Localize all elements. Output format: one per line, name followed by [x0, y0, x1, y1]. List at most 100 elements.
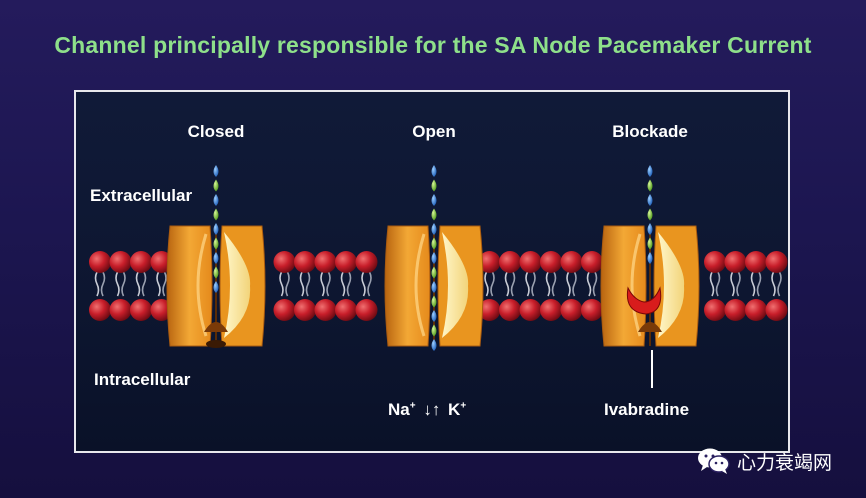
- lipid-head: [499, 251, 521, 273]
- sodium-ion: [647, 194, 653, 206]
- lipid-head: [478, 299, 501, 321]
- lipid-head: [109, 251, 132, 273]
- lipid-head: [355, 299, 378, 321]
- lipid-tail: [504, 271, 510, 297]
- potassium-ion: [647, 208, 653, 221]
- lipid-tail: [715, 271, 721, 297]
- lipid-head: [314, 299, 337, 321]
- lipid-head: [294, 299, 316, 321]
- channel-subunit-left: [166, 225, 213, 347]
- potassium-ion: [213, 266, 219, 279]
- sodium-ion: [431, 281, 437, 293]
- lipid-tail: [326, 271, 331, 297]
- ion-chain: [213, 165, 219, 293]
- sodium-ion: [431, 194, 437, 206]
- watermark-text: 心力衰竭网: [737, 451, 833, 474]
- lipid-tail: [299, 271, 305, 297]
- lipid-head: [560, 251, 583, 273]
- potassium-ion: [213, 179, 219, 192]
- ion-chain: [431, 165, 437, 351]
- membrane-diagram: [89, 165, 788, 388]
- lipid-head: [745, 299, 767, 321]
- label-ivabradine: Ivabradine: [604, 400, 690, 419]
- channel-inner-face: [224, 232, 251, 338]
- channel-inner-face: [658, 232, 685, 338]
- lipid-tail: [490, 271, 495, 297]
- lipid-head: [273, 251, 296, 273]
- lipid-tail: [510, 271, 516, 297]
- lipid-head: [130, 251, 152, 273]
- sodium-ion: [431, 165, 437, 177]
- sodium-ion: [213, 194, 219, 206]
- lipid-head: [540, 299, 562, 321]
- channel-blockade: [600, 225, 700, 388]
- channel-gate: [204, 322, 228, 332]
- lipid-tail: [285, 271, 290, 297]
- lipid-tail: [94, 271, 100, 297]
- lipid-tail: [162, 271, 167, 297]
- sodium-ion: [213, 165, 219, 177]
- lipid-tail: [572, 271, 577, 297]
- lipid-bilayer: [89, 251, 788, 321]
- channel-highlight: [414, 233, 426, 337]
- lipid-head: [704, 299, 726, 321]
- lipid-head: [519, 299, 542, 321]
- potassium-charge: +: [460, 400, 467, 412]
- channel-subunit-left: [384, 225, 431, 347]
- lipid-head: [109, 299, 132, 321]
- sodium-ion: [647, 223, 653, 235]
- lipid-tail: [566, 271, 571, 297]
- lipid-tail: [141, 271, 147, 297]
- lipid-tail: [156, 271, 161, 297]
- potassium-ion: [431, 237, 437, 250]
- lipid-tail: [592, 271, 598, 297]
- lipid-tail: [586, 271, 592, 297]
- lipid-tail: [756, 271, 762, 297]
- potassium-ion: [431, 266, 437, 279]
- lipid-head: [581, 251, 603, 273]
- lipid-head: [335, 299, 357, 321]
- ion-chain: [647, 165, 653, 264]
- ion-flow-label: Na+ ↓↑ K+: [388, 400, 466, 420]
- label-open: Open: [412, 122, 456, 141]
- potassium-ion: [431, 324, 437, 337]
- sodium-label: Na: [388, 400, 410, 419]
- lipid-tail: [709, 271, 715, 297]
- lipid-tail: [121, 271, 126, 297]
- lipid-tail: [730, 271, 735, 297]
- lipid-tail: [367, 271, 372, 297]
- lipid-tail: [305, 271, 311, 297]
- lipid-head: [704, 251, 726, 273]
- lipid-tail: [340, 271, 346, 297]
- lipid-tail: [531, 271, 536, 297]
- channel-highlight: [630, 233, 642, 337]
- sodium-ion: [431, 252, 437, 264]
- lipid-tail: [346, 271, 352, 297]
- lipid-tail: [771, 271, 776, 297]
- watermark: 心力衰竭网: [697, 447, 832, 475]
- lipid-tail: [320, 271, 325, 297]
- channel-inner-face: [442, 232, 469, 338]
- lipid-head: [724, 299, 747, 321]
- channel-gate-bottom: [206, 340, 226, 348]
- lipid-tail: [361, 271, 366, 297]
- lipid-head: [745, 251, 767, 273]
- lipid-head: [478, 251, 501, 273]
- sodium-ion: [213, 223, 219, 235]
- sodium-ion: [647, 252, 653, 264]
- potassium-ion: [431, 208, 437, 221]
- sodium-ion: [647, 165, 653, 177]
- ion-channels: [166, 165, 700, 388]
- lipid-head: [560, 299, 583, 321]
- label-blockade: Blockade: [612, 122, 688, 141]
- lipid-head: [765, 251, 788, 273]
- lipid-tail: [115, 271, 120, 297]
- lipid-tail: [777, 271, 782, 297]
- potassium-ion: [431, 295, 437, 308]
- potassium-ion: [647, 179, 653, 192]
- channel-diagram-panel: Closed Open Blockade Extracellular Intra…: [74, 90, 790, 453]
- lipid-head: [273, 299, 296, 321]
- potassium-ion: [431, 179, 437, 192]
- lipid-tail: [100, 271, 106, 297]
- lipid-tail: [736, 271, 741, 297]
